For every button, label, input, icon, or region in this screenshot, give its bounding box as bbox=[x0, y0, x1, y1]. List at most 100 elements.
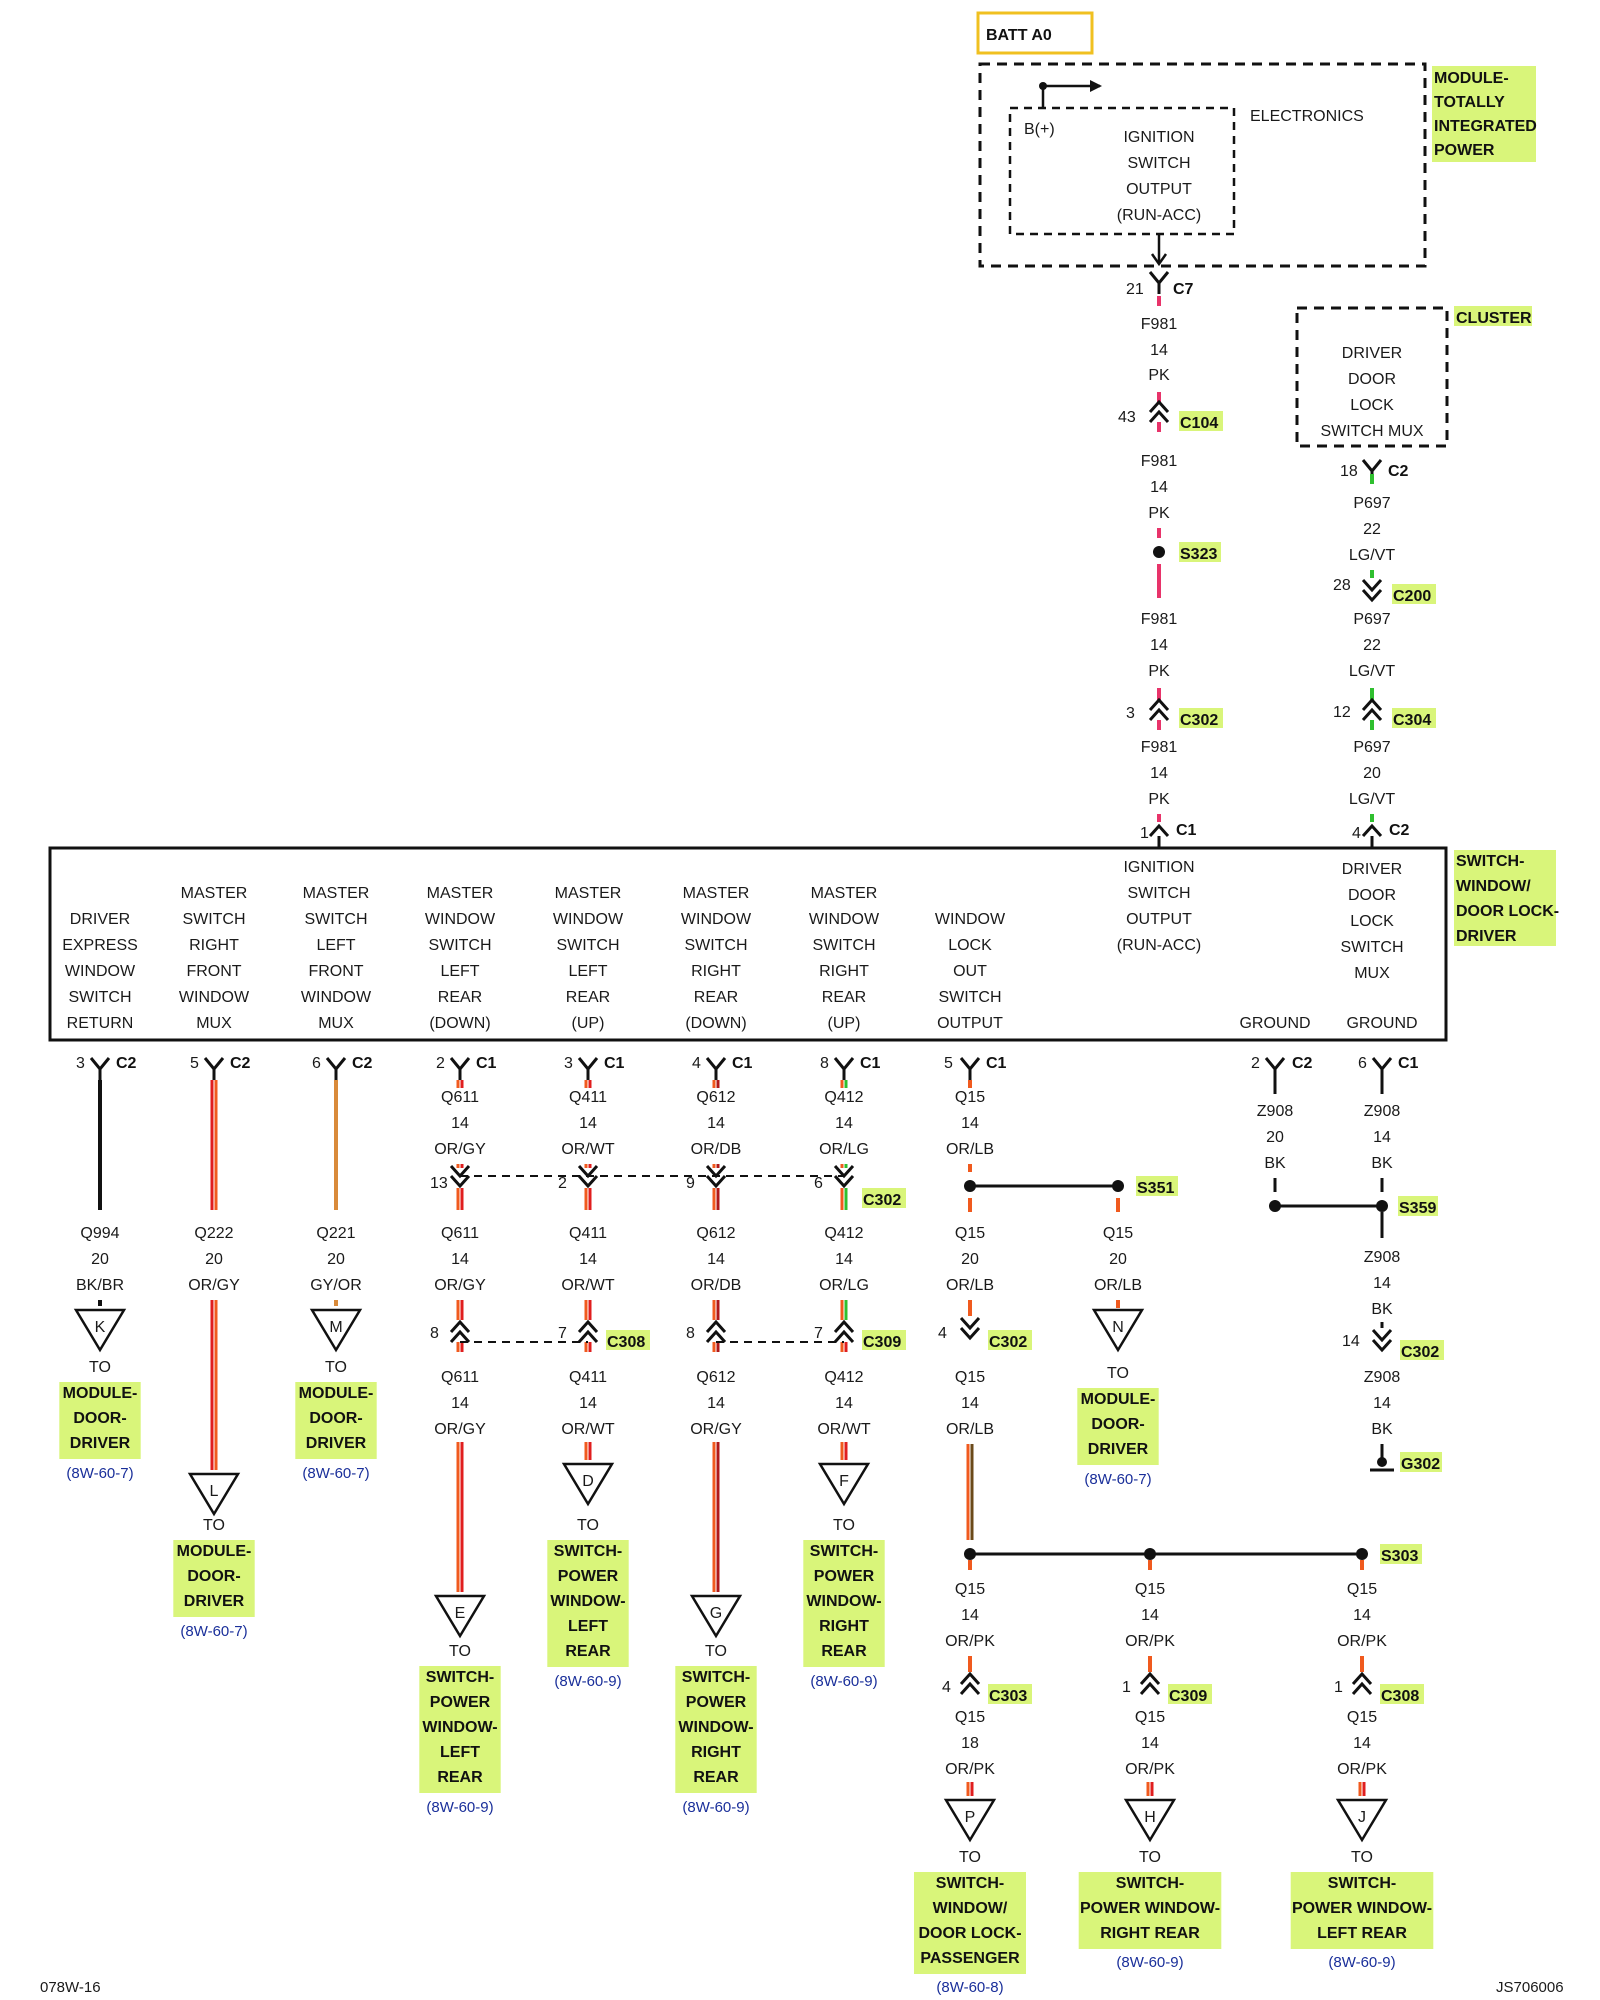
destination-line: REAR bbox=[821, 1643, 867, 1660]
destination-line: MODULE- bbox=[63, 1385, 138, 1402]
arrow-connector bbox=[817, 1462, 871, 1507]
wire-id-label: 14 bbox=[707, 1395, 725, 1412]
svg-text:Z908: Z908 bbox=[1257, 1103, 1294, 1120]
connector-id: C1 bbox=[732, 1055, 753, 1072]
arrow-connector bbox=[1123, 1798, 1177, 1843]
wire-id-label: 14 bbox=[579, 1251, 597, 1268]
svg-text:18: 18 bbox=[1340, 463, 1358, 480]
svg-text:C302: C302 bbox=[1180, 712, 1218, 729]
svg-text:C2: C2 bbox=[1292, 1055, 1313, 1072]
c309-inline-label: C309 bbox=[863, 1334, 901, 1351]
pin-number: 6 bbox=[814, 1175, 823, 1192]
n-destination-highlight bbox=[1077, 1388, 1159, 1465]
arrow-connector-letter: P bbox=[965, 1809, 976, 1826]
to-label: TO bbox=[449, 1643, 471, 1660]
tipm-ign-box bbox=[1008, 106, 1236, 236]
function-label: DRIVER bbox=[70, 911, 130, 928]
arrow-connector-letter: G bbox=[710, 1605, 722, 1622]
svg-text:C7: C7 bbox=[1173, 281, 1194, 298]
function-label: SWITCH bbox=[556, 937, 619, 954]
pin-number: 1 bbox=[1334, 1679, 1343, 1696]
svg-text:GROUND: GROUND bbox=[1346, 1015, 1417, 1032]
function-label: WINDOW bbox=[425, 911, 496, 928]
svg-text:LOCK: LOCK bbox=[1350, 913, 1394, 930]
function-label: (DOWN) bbox=[429, 1015, 490, 1032]
pin-connector bbox=[203, 1057, 225, 1080]
destination-line: SWITCH- bbox=[682, 1669, 750, 1686]
connector-highlight bbox=[988, 1684, 1032, 1704]
svg-text:SWITCH: SWITCH bbox=[938, 989, 1001, 1006]
wire-id-label: Q612 bbox=[696, 1089, 735, 1106]
pin-connector bbox=[833, 1057, 855, 1080]
connector-id: C1 bbox=[604, 1055, 625, 1072]
svg-text:20: 20 bbox=[1109, 1251, 1127, 1268]
svg-text:22: 22 bbox=[1363, 637, 1381, 654]
page-reference: (8W-60-9) bbox=[554, 1673, 621, 1690]
pin-connector bbox=[577, 1057, 599, 1080]
wire-id-label: Q15 bbox=[955, 1709, 985, 1726]
svg-text:LG/VT: LG/VT bbox=[1349, 791, 1395, 808]
connector-id: C2 bbox=[116, 1055, 137, 1072]
s303-output-branch: Q1514OR/PK1C308Q1514OR/PKJTOSWITCH-POWER… bbox=[1290, 1560, 1434, 1971]
function-label: (DOWN) bbox=[685, 1015, 746, 1032]
svg-text:2: 2 bbox=[1251, 1055, 1260, 1072]
svg-text:C1: C1 bbox=[1398, 1055, 1419, 1072]
svg-text:20: 20 bbox=[1363, 765, 1381, 782]
destination-highlight bbox=[419, 1666, 501, 1793]
pin-number: 2 bbox=[436, 1055, 445, 1072]
destination-line: SWITCH- bbox=[1116, 1875, 1184, 1892]
destination-line: LEFT REAR bbox=[1317, 1925, 1407, 1942]
arrow-connector-letter: E bbox=[455, 1605, 466, 1622]
svg-text:C302: C302 bbox=[989, 1334, 1027, 1351]
to-label: TO bbox=[1351, 1849, 1373, 1866]
svg-text:BK: BK bbox=[1371, 1301, 1393, 1318]
svg-text:DRIVER: DRIVER bbox=[1456, 928, 1517, 945]
svg-text:21: 21 bbox=[1126, 281, 1144, 298]
page-reference: (8W-60-9) bbox=[682, 1799, 749, 1816]
destination-line: RIGHT REAR bbox=[1100, 1925, 1200, 1942]
svg-text:1: 1 bbox=[1140, 825, 1149, 842]
c7-connector bbox=[1148, 270, 1170, 296]
svg-text:Q15: Q15 bbox=[955, 1225, 985, 1242]
destination-line: POWER bbox=[686, 1694, 747, 1711]
arrow-connector-letter: F bbox=[839, 1473, 849, 1490]
destination-line: WINDOW/ bbox=[933, 1900, 1008, 1917]
pin-number: 4 bbox=[692, 1055, 701, 1072]
svg-text:DOOR: DOOR bbox=[1348, 371, 1396, 388]
svg-text:P697: P697 bbox=[1353, 611, 1390, 628]
wire-id-label: OR/DB bbox=[691, 1141, 742, 1158]
inline-connector bbox=[833, 1319, 855, 1344]
to-label: TO bbox=[203, 1517, 225, 1534]
function-label: WINDOW bbox=[681, 911, 752, 928]
pin-connector bbox=[449, 1057, 471, 1080]
cluster-name: CLUSTER bbox=[1456, 310, 1532, 327]
tipm-name-1: MODULE- bbox=[1434, 70, 1509, 87]
function-label: (UP) bbox=[828, 1015, 861, 1032]
svg-text:BK: BK bbox=[1264, 1155, 1286, 1172]
svg-text:DRIVER: DRIVER bbox=[1342, 861, 1402, 878]
destination-highlight bbox=[173, 1540, 255, 1617]
svg-text:LOCK: LOCK bbox=[1350, 397, 1394, 414]
wire-id-label: 14 bbox=[707, 1115, 725, 1132]
svg-text:14: 14 bbox=[1342, 1333, 1360, 1350]
svg-text:14: 14 bbox=[1150, 765, 1168, 782]
wire-id-label: Q15 bbox=[955, 1581, 985, 1598]
switch-module-box bbox=[48, 846, 1448, 1042]
function-label: REAR bbox=[566, 989, 610, 1006]
wire-id-label: Q611 bbox=[441, 1089, 479, 1106]
function-label: SWITCH bbox=[684, 937, 747, 954]
wire-id-label: Q411 bbox=[569, 1089, 607, 1106]
tipm-ign-4: (RUN-ACC) bbox=[1117, 207, 1201, 224]
c1-ign-connector bbox=[1148, 823, 1170, 838]
wire-id-label: OR/PK bbox=[1125, 1633, 1175, 1650]
wire-id-label: Q15 bbox=[1135, 1709, 1165, 1726]
wire-id-label: Q412 bbox=[824, 1369, 863, 1386]
ground-c302-connector bbox=[1371, 1328, 1393, 1353]
connector-id: C309 bbox=[1169, 1688, 1207, 1705]
arrow-connector bbox=[309, 1308, 363, 1353]
wire-id-label: OR/GY bbox=[188, 1277, 240, 1294]
destination-highlight bbox=[1290, 1872, 1434, 1949]
wire-id-label: OR/GY bbox=[434, 1277, 486, 1294]
n-destination-line: MODULE- bbox=[1081, 1391, 1156, 1408]
footer-right: JS706006 bbox=[1496, 1979, 1564, 1996]
